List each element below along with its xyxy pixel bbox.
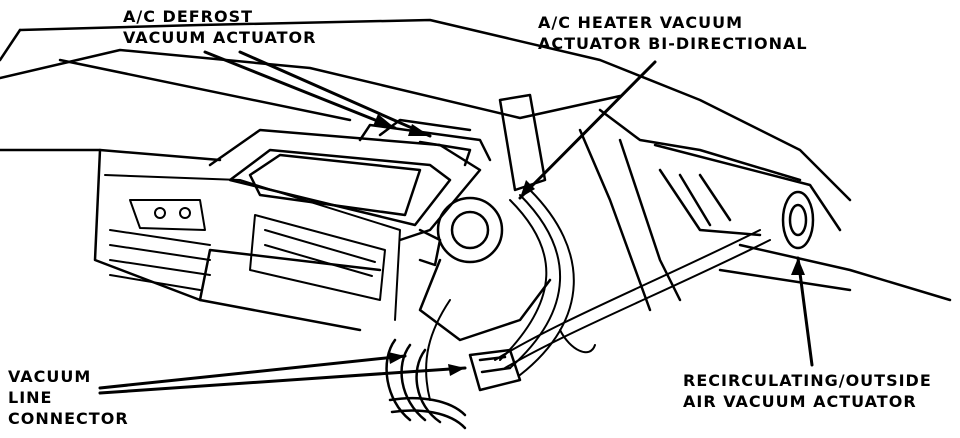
label-vacuum-line-connector: VACUUM LINE CONNECTOR — [8, 366, 129, 429]
callout-arrowheads — [373, 114, 805, 376]
label-recirc-actuator: RECIRCULATING/OUTSIDE AIR VACUUM ACTUATO… — [683, 370, 932, 412]
heater-actuator-housing — [418, 93, 552, 342]
heater-plenum-box — [208, 118, 492, 242]
leader-heater — [518, 60, 657, 200]
label-defrost-actuator: A/C DEFROST VACUUM ACTUATOR — [123, 6, 316, 48]
leader-vacuum-1 — [98, 354, 407, 390]
label-recirc-line2: AIR VACUUM ACTUATOR — [683, 392, 917, 411]
recirc-actuator-area — [578, 108, 952, 312]
vacuum-hoses — [425, 189, 771, 401]
callout-leaders — [98, 50, 814, 395]
label-vacuum-line1: VACUUM — [8, 367, 92, 386]
leader-defrost-2 — [238, 50, 432, 138]
vacuum-line-connector — [385, 338, 522, 430]
label-heater-actuator: A/C HEATER VACUUM ACTUATOR BI-DIRECTIONA… — [538, 12, 808, 54]
leader-recirc — [796, 256, 814, 367]
lower-dash-panel — [104, 174, 401, 321]
dashboard-outline — [0, 18, 852, 332]
label-vacuum-line2: LINE — [8, 388, 53, 407]
label-vacuum-line3: CONNECTOR — [8, 409, 129, 428]
leader-defrost-1 — [203, 50, 397, 130]
label-defrost-line1: A/C DEFROST — [123, 7, 254, 26]
label-recirc-line1: RECIRCULATING/OUTSIDE — [683, 371, 932, 390]
label-heater-line1: A/C HEATER VACUUM — [538, 13, 744, 32]
label-heater-line2: ACTUATOR BI-DIRECTIONAL — [538, 34, 808, 53]
leader-vacuum-2 — [98, 366, 467, 395]
label-defrost-line2: VACUUM ACTUATOR — [123, 28, 317, 47]
